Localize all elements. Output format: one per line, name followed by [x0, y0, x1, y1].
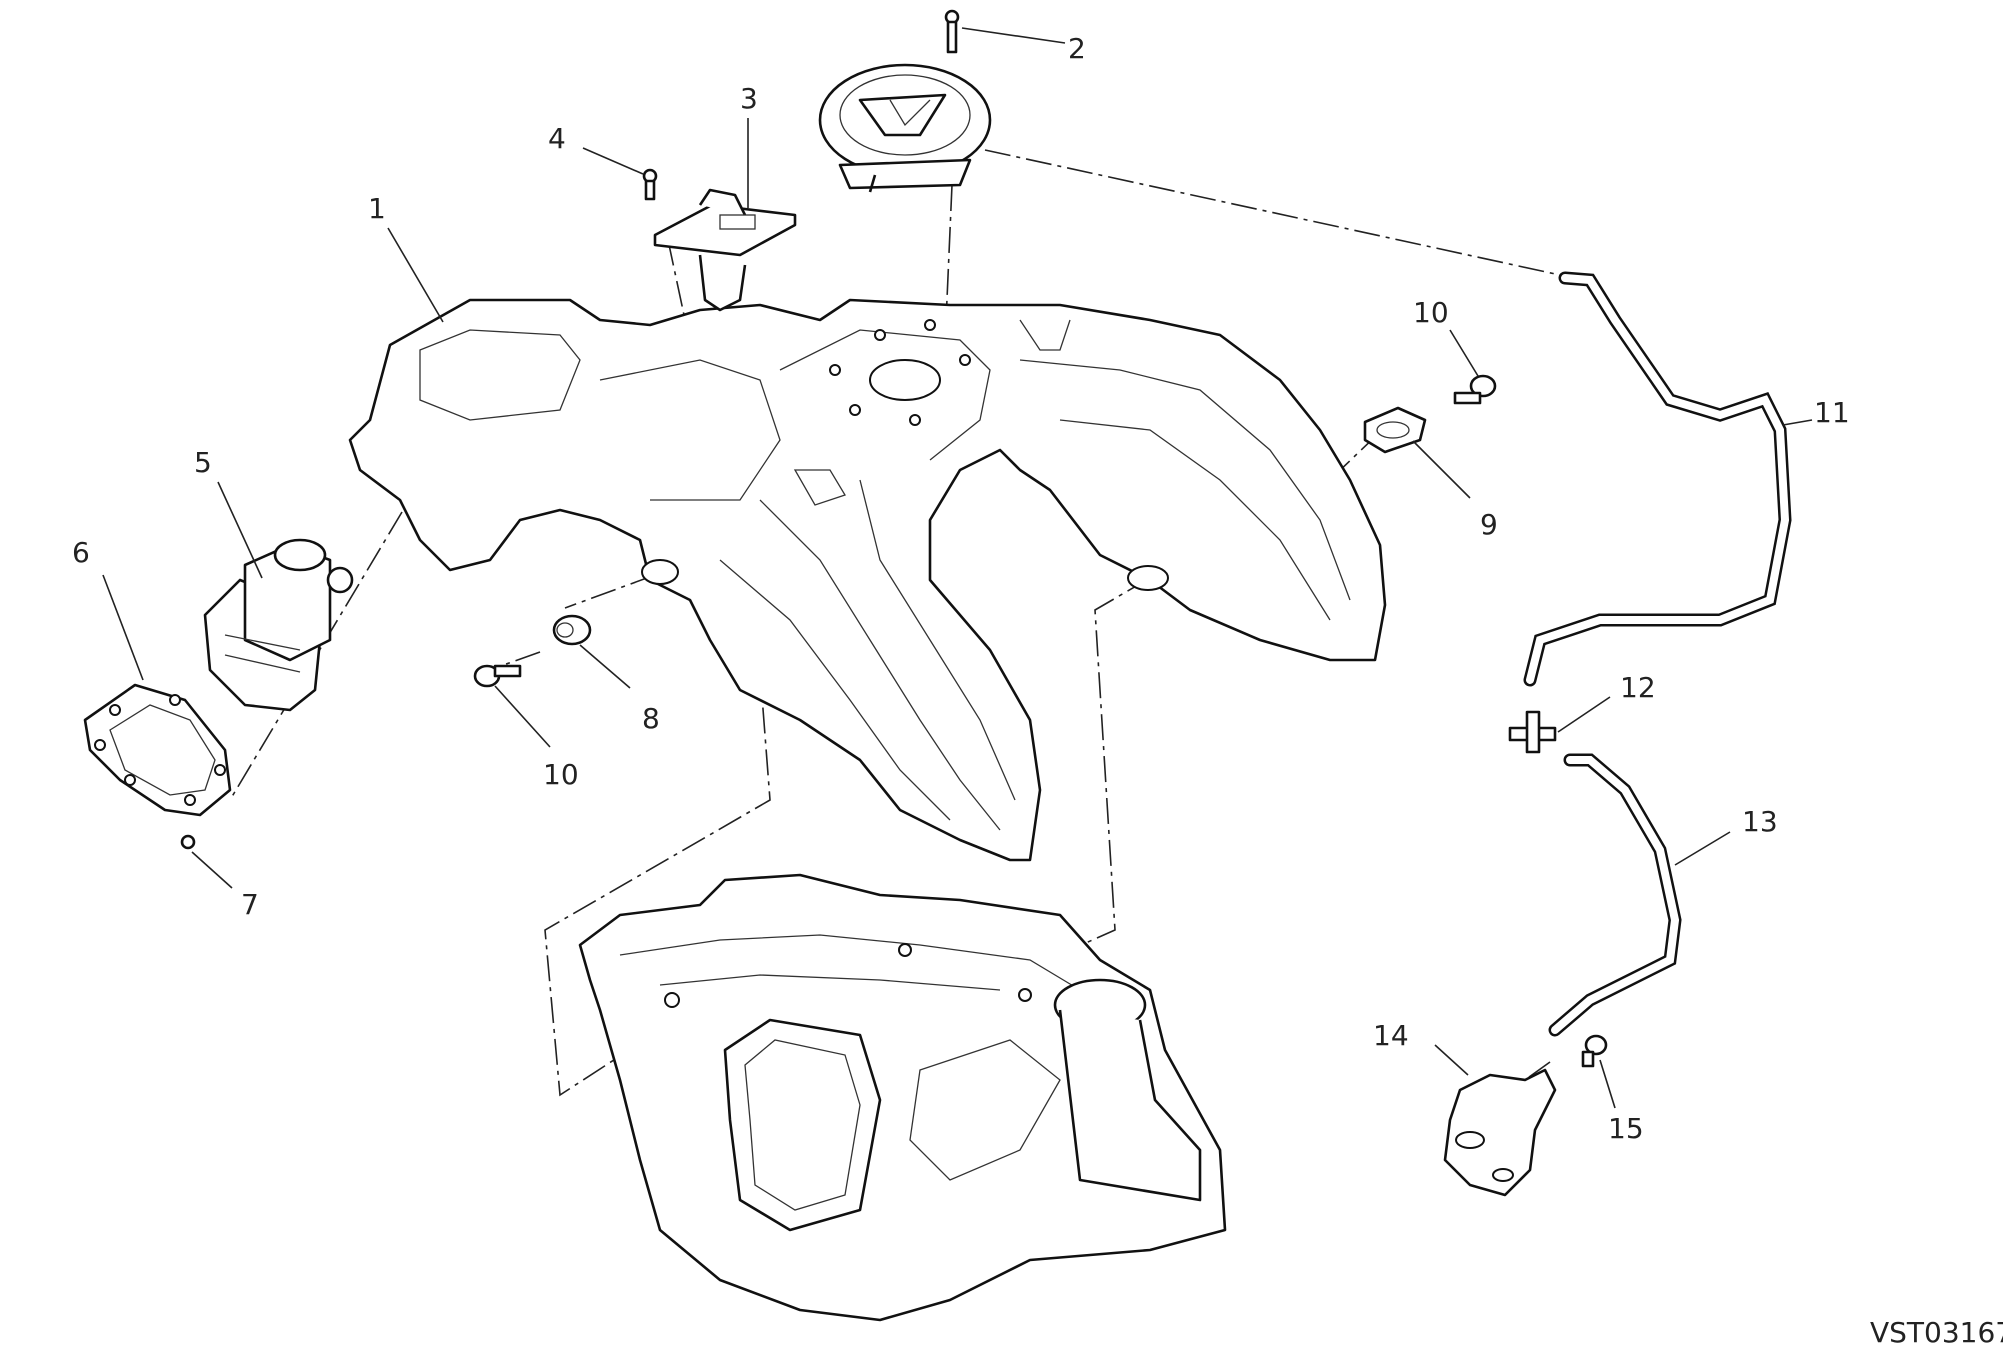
callout-10-right: 10 [1413, 296, 1449, 329]
hose-13 [1548, 753, 1682, 1037]
callout-8: 8 [642, 702, 660, 735]
callout-13: 13 [1742, 805, 1778, 838]
frame [578, 873, 1227, 1322]
callout-5: 5 [194, 446, 212, 479]
fuel-pump [203, 538, 354, 712]
filler-cap [818, 63, 992, 193]
callout-12: 12 [1620, 671, 1656, 704]
callout-14: 14 [1373, 1019, 1409, 1052]
grommet-8 [552, 614, 592, 646]
callout-11: 11 [1814, 396, 1850, 429]
callout-6: 6 [72, 536, 90, 569]
breather-hose-11 [1523, 271, 1792, 687]
callout-7: 7 [241, 888, 259, 921]
callout-2: 2 [1068, 32, 1086, 65]
screw-2 [944, 9, 960, 54]
screw-7 [180, 834, 196, 850]
callout-3: 3 [740, 82, 758, 115]
bracket-3 [653, 188, 797, 312]
callout-labels: 1 2 3 4 5 6 7 8 9 10 10 11 12 13 14 15 [72, 32, 1850, 1145]
screw-4 [642, 168, 658, 201]
callout-10-left: 10 [543, 758, 579, 791]
callout-1: 1 [368, 192, 386, 225]
pin-10-left [473, 664, 522, 688]
grommet-9 [1363, 406, 1427, 454]
screw-15 [1581, 1034, 1608, 1068]
callout-9: 9 [1480, 508, 1498, 541]
drawing-code: VST03167 [1870, 1316, 2003, 1349]
fuel-tank [348, 298, 1387, 862]
callout-4: 4 [548, 122, 566, 155]
callout-15: 15 [1608, 1112, 1644, 1145]
t-fitting-12 [1508, 710, 1557, 754]
flange-plate [83, 683, 232, 817]
bracket-14 [1443, 1068, 1557, 1197]
pin-10-right [1453, 374, 1497, 405]
leader-lines [102, 27, 1813, 1109]
